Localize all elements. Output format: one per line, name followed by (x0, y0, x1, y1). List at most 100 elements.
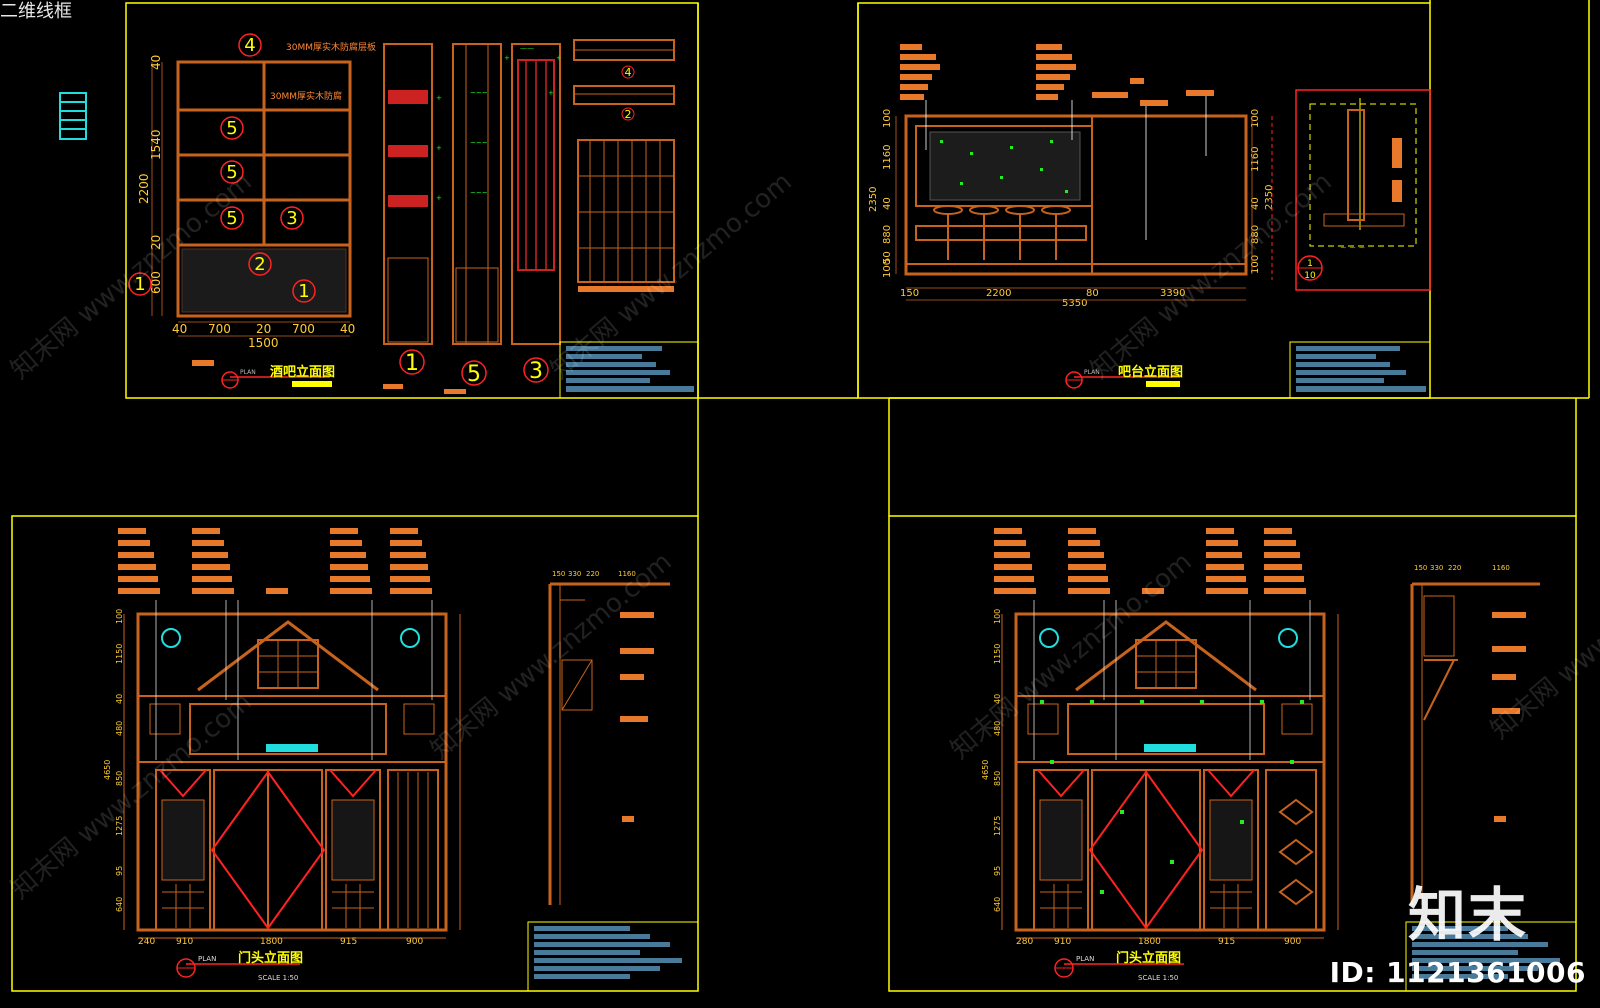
facade1-titleblock-table (527, 921, 699, 992)
counter-titleblock-table (1289, 341, 1431, 399)
facade2-side-dim-2: 220 (1448, 564, 1461, 572)
facade1-door-grille (162, 772, 429, 928)
facade1-side-dim-0: 150 (552, 570, 565, 578)
bar-section-mark-2: 3 (529, 359, 543, 384)
counter-back-panel (929, 131, 1081, 201)
facade2-dim-b-1: 910 (1054, 937, 1071, 947)
watermark-diag-2: 知末网 www.znzmo.com (545, 167, 797, 386)
facade1-lamp-left (161, 628, 181, 648)
facade2-dim-b-4: 900 (1284, 937, 1301, 947)
facade1-dims-l: 100 1150 40 480 850 1275 95 640 4650 (103, 609, 461, 930)
bar-title-block: PLAN 酒吧立面图 (221, 364, 335, 389)
facade2-dim-l-7: 640 (993, 897, 1002, 912)
counter-detail-scale: 10 (1304, 271, 1316, 281)
bar-tag-small-3 (444, 389, 466, 394)
svg-text:~ ~ ~: ~ ~ ~ (1340, 243, 1365, 252)
facade2-titleblock-table (1405, 921, 1577, 992)
facade2-leaders (1033, 600, 1311, 760)
counter-dim-l-4: 50 (882, 251, 893, 264)
bar-callout-7: 1 (134, 274, 145, 295)
bar-dim-v-1: 1540 (149, 129, 163, 160)
sheet-facade-1[interactable]: 240 910 1800 915 900 100 1150 40 480 850… (103, 528, 699, 992)
bar-dim-v-4: 2200 (137, 173, 151, 204)
sheet-counter-elevation[interactable]: 100 1160 40 880 50 100 2350 100 1160 40 … (868, 44, 1431, 399)
counter-dim-b-0: 150 (900, 288, 919, 299)
bar-note-2: 30MM厚实木防腐 (270, 90, 342, 102)
bar-plan-tag: PLAN (240, 369, 256, 376)
svg-text:+: + (556, 54, 562, 62)
counter-dim-total: 5350 (1062, 298, 1087, 309)
facade1-side-dim-3: 1160 (618, 570, 636, 578)
svg-text:+: + (436, 94, 442, 102)
counter-dim-r-total: 2350 (1264, 185, 1275, 210)
facade2-side-section (1410, 582, 1540, 905)
watermark-logo: 知末 (1408, 881, 1529, 949)
viewport-style-label[interactable]: 二维线框 (0, 1, 72, 21)
counter-dim-lines (895, 116, 1253, 301)
bar-dim-h-1: 700 (208, 322, 231, 336)
facade2-dims-b: 280 910 1800 915 900 (1016, 937, 1324, 947)
facade2-dims-l: 100 1150 40 480 850 1275 95 640 4650 (981, 609, 1339, 930)
counter-detail-tag: 1 (1307, 259, 1313, 269)
watermark-diag-3: 知末网 www.znzmo.com (1085, 167, 1337, 386)
counter-dim-r-3: 880 (1250, 225, 1261, 244)
facade2-lamp-left (1039, 628, 1059, 648)
facade1-dim-l-0: 100 (115, 609, 124, 624)
facade1-sheet-title: 门头立面图 (238, 950, 303, 966)
counter-dimension-texts: 100 1160 40 880 50 100 2350 100 1160 40 … (868, 109, 1275, 309)
bar-dim-h-2: 20 (256, 322, 271, 336)
facade1-side-dims: 150 330 220 1160 (552, 570, 636, 578)
sheet-facade-2[interactable]: 280 910 1800 915 900 100 1150 40 480 850… (981, 528, 1577, 992)
facade2-dim-l-8: 4650 (981, 760, 990, 780)
bar-dimension-texts: 40 1540 20 600 2200 40 700 20 700 40 150… (137, 55, 355, 350)
facade1-side-dim-1: 330 (568, 570, 581, 578)
bar-callouts: 4 5 5 5 3 2 1 1 (128, 33, 316, 303)
facade1-dim-b-0: 240 (138, 937, 155, 947)
facade2-side-dims: 150 330 220 1160 (1414, 564, 1510, 572)
counter-title-block: PLAN 吧台立面图 (1065, 364, 1183, 389)
bar-detail-marks: 4 2 (621, 65, 635, 121)
facade1-structure (136, 612, 448, 932)
facade2-signage (1144, 744, 1196, 752)
facade1-plan-tag: PLAN (198, 955, 216, 963)
svg-text:+: + (548, 89, 554, 97)
drawing-frames (11, 0, 1590, 992)
facade2-door-grille (1040, 884, 1252, 928)
watermark-diag-7: 知末网 www.znzmo.com (1485, 527, 1600, 746)
svg-text:+: + (436, 144, 442, 152)
sheet-bar-elevation[interactable]: 40 1540 20 600 2200 40 700 20 700 40 150… (128, 33, 699, 399)
facade2-lamp-right (1278, 628, 1298, 648)
bar-cabinet (176, 60, 352, 318)
counter-dim-l-2: 40 (882, 197, 893, 210)
counter-dim-b-3: 3390 (1160, 288, 1185, 299)
layers-icon[interactable] (59, 92, 87, 140)
bar-callout-0: 4 (244, 35, 255, 56)
bar-section-marks: 1 5 3 (399, 349, 549, 387)
bar-section-mark-1: 5 (467, 362, 481, 387)
facade1-dim-l-2: 40 (115, 694, 124, 704)
facade2-title-block: PLAN 门头立面图 SCALE 1:50 (1054, 950, 1184, 982)
counter-dim-l-3: 880 (882, 225, 893, 244)
facade1-scale: SCALE 1:50 (258, 974, 298, 982)
svg-text:~~~: ~~~ (470, 139, 488, 147)
counter-body (904, 114, 1248, 276)
facade1-dim-l-1: 1150 (115, 644, 124, 664)
facade1-side-section (548, 582, 670, 905)
counter-dim-r-1: 1160 (1250, 147, 1261, 172)
facade2-dim-l-3: 480 (993, 721, 1002, 736)
facade2-dim-l-4: 850 (993, 771, 1002, 786)
facade2-dim-b-2: 1800 (1138, 937, 1161, 947)
bar-dim-v-0: 40 (149, 55, 163, 70)
facade2-red-diamond (1037, 769, 1255, 930)
facade2-dim-l-2: 40 (993, 694, 1002, 704)
bar-dim-total: 1500 (248, 336, 279, 350)
bar-dimension-lines (151, 62, 350, 337)
facade1-dim-b-2: 1800 (260, 937, 283, 947)
counter-dim-b-2: 80 (1086, 288, 1099, 299)
counter-dim-l-1: 1160 (882, 145, 893, 170)
facade1-dim-l-4: 850 (115, 771, 124, 786)
bar-lower-hatch (181, 248, 347, 313)
facade1-side-tags (620, 612, 654, 822)
